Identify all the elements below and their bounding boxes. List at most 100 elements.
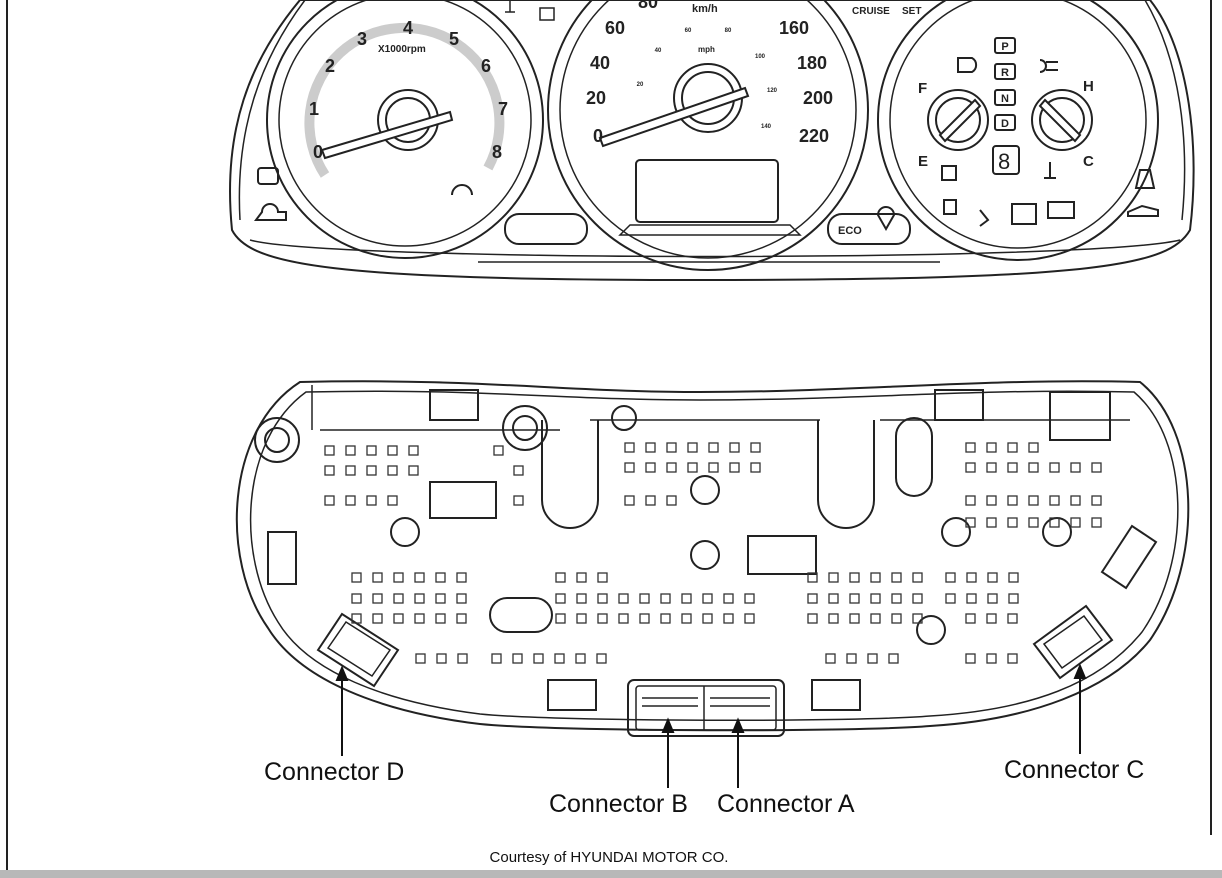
- mph-tick-label: 20: [637, 82, 644, 88]
- pcb-pad: [986, 653, 997, 664]
- eco-panel: [827, 213, 911, 245]
- pcb-pad: [597, 613, 608, 624]
- pcb-pad: [366, 445, 377, 456]
- gear-box-r: [994, 63, 1016, 80]
- pcb-pad: [345, 465, 356, 476]
- pcb-pad: [456, 572, 467, 583]
- pcb-pad: [456, 593, 467, 604]
- tach-tick-label: 1: [309, 99, 319, 119]
- rear-well-center: [817, 420, 875, 529]
- pcb-pad: [645, 495, 656, 506]
- rear-slot-right: [895, 417, 933, 497]
- pcb-pad: [723, 613, 734, 624]
- fuel-gauge-hub: [927, 89, 989, 151]
- mounting-tab-top-left: [429, 389, 479, 421]
- pcb-pad: [828, 572, 839, 583]
- figure-credit: Courtesy of HYUNDAI MOTOR CO.: [489, 849, 729, 866]
- eco-label: ECO: [838, 225, 862, 237]
- pcb-pad: [645, 442, 656, 453]
- pcb-pad: [366, 495, 377, 506]
- pcb-pad: [986, 495, 997, 506]
- pcb-pad: [555, 572, 566, 583]
- tach-tick-label: 3: [357, 29, 367, 49]
- pcb-pad: [1070, 462, 1081, 473]
- pcb-pad: [912, 613, 923, 624]
- battery-icon: [1047, 201, 1075, 219]
- pcb-pad: [1008, 593, 1019, 604]
- temp-hot-label: H: [1083, 78, 1094, 95]
- pcb-pad: [393, 593, 404, 604]
- pcb-pad: [849, 593, 860, 604]
- pcb-pad: [456, 613, 467, 624]
- tachometer-ring: [266, 0, 544, 259]
- pcb-pad: [849, 613, 860, 624]
- gear-letter: P: [1001, 41, 1008, 53]
- pcb-pad: [945, 572, 956, 583]
- tach-tick-label: 0: [313, 142, 323, 162]
- pcb-pad: [597, 572, 608, 583]
- pcb-pad: [435, 572, 446, 583]
- speed-tick-label: 20: [586, 88, 606, 108]
- pcb-pad: [825, 653, 836, 664]
- pcb-pad: [660, 613, 671, 624]
- pcb-pad: [965, 462, 976, 473]
- seat-icon: [979, 209, 990, 227]
- pcb-pad: [387, 445, 398, 456]
- clip-center: [747, 535, 817, 575]
- pcb-pad: [1049, 462, 1060, 473]
- clip-left: [429, 481, 497, 519]
- speed-tick-label: 60: [605, 18, 625, 38]
- lcd-display: [635, 159, 779, 223]
- pcb-pad: [639, 593, 650, 604]
- pcb-pad: [324, 465, 335, 476]
- pcb-pad: [351, 593, 362, 604]
- bottom-scroll-edge: [0, 870, 1222, 878]
- pcb-pad: [729, 462, 740, 473]
- cluster-rear: [235, 380, 1190, 737]
- mph-tick-label: 140: [761, 124, 772, 130]
- temp-gauge-hub: [1031, 89, 1093, 151]
- pcb-pad: [912, 572, 923, 583]
- pcb-pad: [414, 572, 425, 583]
- pcb-pad: [555, 613, 566, 624]
- pcb-pad: [1028, 517, 1039, 528]
- pcb-pad: [870, 613, 881, 624]
- pcb-pad: [1070, 517, 1081, 528]
- rear-slot-lower: [489, 597, 553, 633]
- pcb-pad: [870, 572, 881, 583]
- page-border-left: [6, 0, 8, 870]
- connector-ab-body: [627, 679, 785, 737]
- tpms-icon: [451, 184, 473, 196]
- airbag-icon: [876, 206, 896, 232]
- pcb-pad: [891, 593, 902, 604]
- connector-a-label: Connector A: [717, 790, 855, 818]
- steering-warning-icon: [257, 167, 279, 185]
- gear-box-d: [994, 114, 1016, 131]
- pcb-pad: [966, 593, 977, 604]
- pcb-pad: [1028, 442, 1039, 453]
- pcb-pad: [512, 653, 523, 664]
- pcb-pad: [393, 572, 404, 583]
- clip-side-right: [1100, 524, 1158, 590]
- pcb-pad: [807, 593, 818, 604]
- pcb-pad: [387, 465, 398, 476]
- pcb-pad: [408, 465, 419, 476]
- gear-letter: N: [1001, 93, 1009, 105]
- pcb-pad: [414, 593, 425, 604]
- abs-icon: [1011, 203, 1037, 225]
- speed-tick-label: 180: [797, 53, 827, 73]
- pcb-pad: [744, 613, 755, 624]
- connector-c-label: Connector C: [1004, 756, 1145, 784]
- pcb-pad: [987, 572, 998, 583]
- pcb-pad: [744, 593, 755, 604]
- pcb-pad: [372, 613, 383, 624]
- pcb-pad: [345, 495, 356, 506]
- pcb-pad: [555, 593, 566, 604]
- rear-housing: [235, 380, 1190, 732]
- pcb-pad: [986, 613, 997, 624]
- pcb-pad: [324, 495, 335, 506]
- coolant-temp-icon: [1044, 162, 1056, 179]
- temp-needle: [1038, 98, 1082, 143]
- pcb-pad: [986, 517, 997, 528]
